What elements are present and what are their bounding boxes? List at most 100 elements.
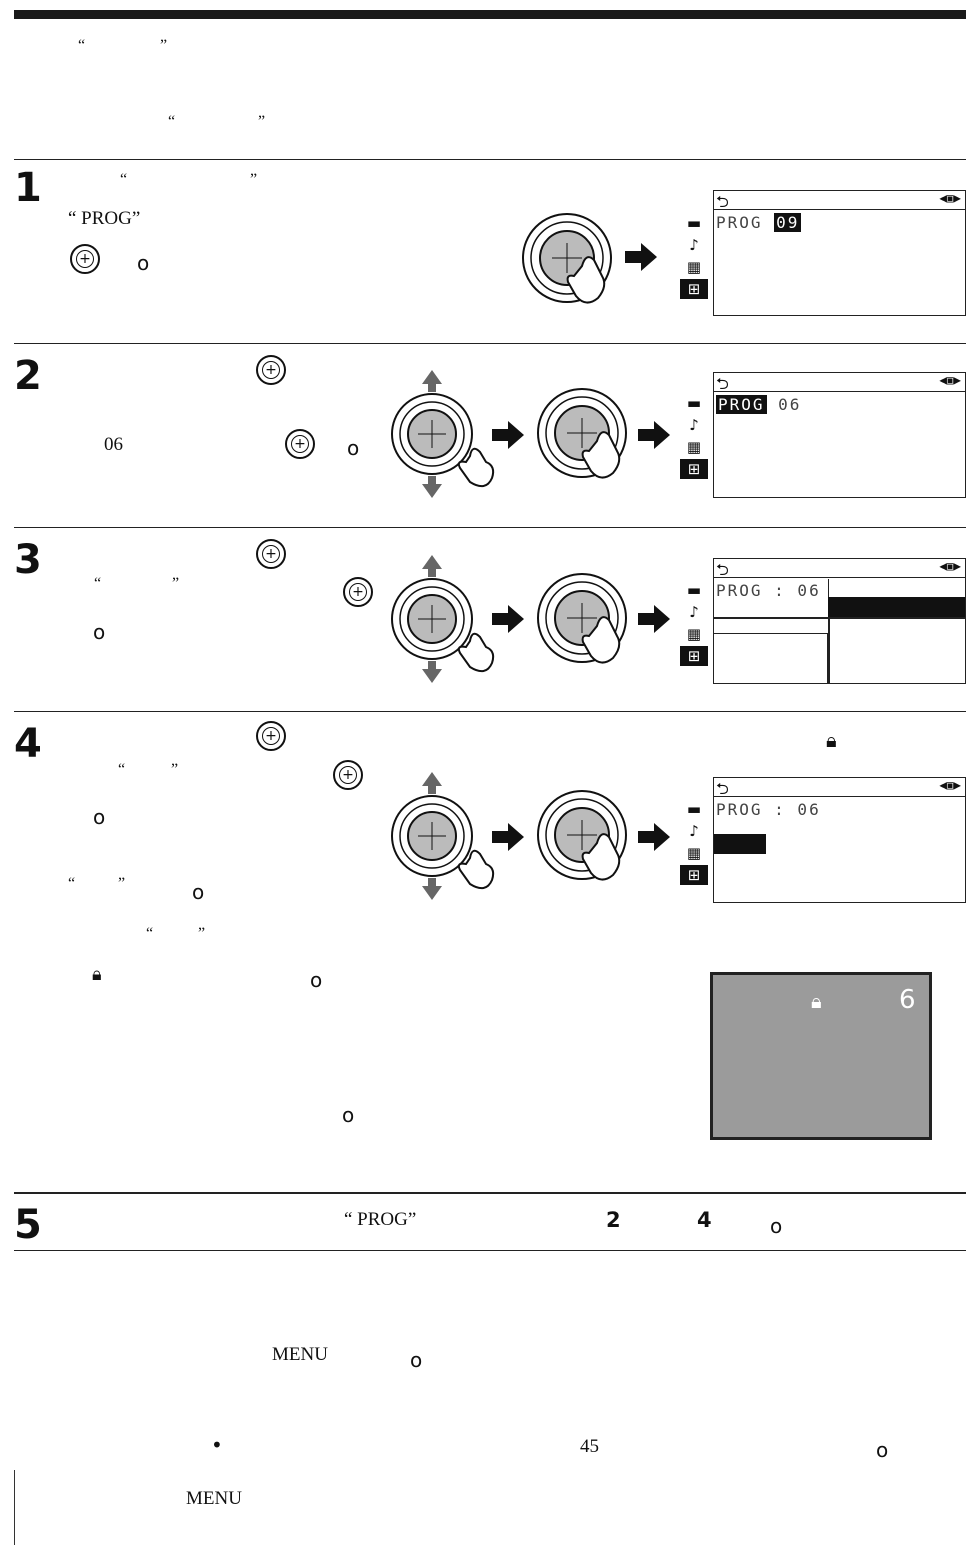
right-arrow-icon [625, 243, 657, 271]
return-arrow-icon: ⮌ [716, 779, 729, 798]
step-2-value: 06 [104, 434, 123, 455]
setup-toolbox-icon: ⊞ [680, 646, 708, 666]
lcd-menu-sidebar-step-3: ▬ ♪ ▦ ⊞ [676, 578, 712, 668]
film-icon: ▦ [686, 438, 702, 456]
cassette-icon: ◀▣▶ [939, 373, 961, 387]
footer-period-2: o [876, 1438, 889, 1462]
footer-period-1: o [410, 1348, 423, 1372]
cassette-icon: ▬ [686, 800, 702, 818]
lock-icon: 🔒︎ [811, 989, 822, 1013]
lcd-submenu-option-selected [828, 597, 965, 617]
lcd-prog-value: 09 [774, 213, 802, 232]
cassette-icon: ▬ [686, 394, 702, 412]
cassette-icon: ▬ [686, 581, 702, 599]
cassette-icon: ▬ [686, 214, 702, 232]
step-3-quote-close: ” [172, 575, 180, 592]
joystick-control-icon [391, 370, 495, 498]
right-arrow-icon [492, 421, 524, 449]
step-1-prog-label: “ PROG” [68, 208, 141, 229]
music-note-icon: ♪ [689, 416, 699, 434]
step-2-divider [14, 343, 966, 344]
step-3-divider [14, 527, 966, 528]
joystick-control-icon [391, 555, 495, 683]
setup-toolbox-icon: ⊞ [680, 279, 708, 299]
lcd-prog-label: PROG : 06 [716, 800, 821, 819]
step-5-prog-label: “ PROG” [344, 1209, 417, 1230]
tv-channel-number: 6 [899, 985, 916, 1015]
step-1-quote-close: ” [250, 171, 258, 188]
step-5-ref-step-2: 2 [606, 1208, 621, 1232]
joystick-control-icon [537, 573, 627, 664]
step-1-number: 1 [14, 165, 42, 211]
step-4-period-1: o [93, 805, 106, 829]
lcd-prog-label: PROG [716, 395, 767, 414]
right-arrow-icon [638, 823, 670, 851]
right-arrow-icon [492, 605, 524, 633]
lock-note-period: o [310, 968, 323, 992]
cassette-icon: ◀▣▶ [939, 778, 961, 792]
step-1-divider [14, 159, 966, 160]
step-5-divider-bottom [14, 1250, 966, 1251]
step-3-number: 3 [14, 537, 42, 583]
enter-button-icon: + [70, 244, 100, 274]
right-arrow-icon [492, 823, 524, 851]
intro-quote-close-2: ” [258, 113, 266, 130]
step-1-quote-open: “ [120, 171, 128, 188]
step-3-period: o [93, 620, 106, 644]
right-arrow-icon [638, 421, 670, 449]
footer-minutes: 45 [580, 1436, 599, 1457]
step-2-number: 2 [14, 353, 42, 399]
lcd-submenu-option [828, 579, 966, 597]
step-5-ref-step-4: 4 [697, 1208, 712, 1232]
joystick-control-icon [522, 213, 612, 304]
step-5-divider-top [14, 1192, 966, 1194]
cassette-icon: ◀▣▶ [939, 559, 961, 573]
lcd-menu-sidebar-step-1: ▬ ♪ ▦ ⊞ [676, 211, 712, 301]
step-4-quote-open-2: “ [68, 875, 76, 892]
joystick-control-icon [391, 772, 495, 900]
film-icon: ▦ [686, 844, 702, 862]
step-3-quote-open: “ [94, 575, 102, 592]
lcd-screen-step-3: ⮌ ◀▣▶ PROG : 06 [713, 558, 966, 684]
lock-icon: 🔒︎ [92, 964, 102, 985]
intro-quote-close-1: ” [160, 37, 168, 54]
tv-screen-preview: 🔒︎ 6 [710, 972, 932, 1140]
enter-button-icon: + [256, 355, 286, 385]
music-note-icon: ♪ [689, 603, 699, 621]
lcd-option-box [714, 633, 828, 683]
joystick-control-icon [537, 388, 627, 479]
lcd-screen-step-2: ⮌ ◀▣▶ PROG 06 [713, 372, 966, 498]
step-4-number: 4 [14, 721, 42, 767]
step-1-period: o [137, 251, 150, 275]
setup-toolbox-icon: ⊞ [680, 865, 708, 885]
music-note-icon: ♪ [689, 822, 699, 840]
right-arrow-icon [638, 605, 670, 633]
intro-quote-open-1: “ [78, 37, 86, 54]
step-4-quote-open: “ [118, 761, 126, 778]
side-margin-line [14, 1470, 15, 1545]
step-4-quote-open-3: “ [146, 925, 154, 942]
step-4-quote-close-3: ” [198, 925, 206, 942]
lcd-menu-sidebar-step-2: ▬ ♪ ▦ ⊞ [676, 391, 712, 481]
lock-icon: 🔒︎ [826, 728, 837, 752]
step-5-period: o [770, 1214, 783, 1238]
enter-button-icon: + [333, 760, 363, 790]
film-icon: ▦ [686, 258, 702, 276]
music-note-icon: ♪ [689, 236, 699, 254]
film-icon: ▦ [686, 625, 702, 643]
step-5-number: 5 [14, 1202, 42, 1248]
return-arrow-icon: ⮌ [716, 560, 729, 579]
top-bar [14, 10, 966, 19]
step-4-quote-close: ” [171, 761, 179, 778]
step-4-period-2: o [192, 880, 205, 904]
return-arrow-icon: ⮌ [716, 374, 729, 393]
joystick-control-icon [537, 790, 627, 881]
return-arrow-icon: ⮌ [716, 192, 729, 211]
intro-quote-open-2: “ [168, 113, 176, 130]
menu-button-label: MENU [272, 1344, 328, 1365]
lcd-screen-step-4: ⮌ ◀▣▶ PROG : 06 [713, 777, 966, 903]
lcd-screen-step-1: ⮌ ◀▣▶ PROG 09 [713, 190, 966, 316]
step-4-quote-close-2: ” [118, 875, 126, 892]
enter-button-icon: + [343, 577, 373, 607]
step-2-period: o [347, 436, 360, 460]
